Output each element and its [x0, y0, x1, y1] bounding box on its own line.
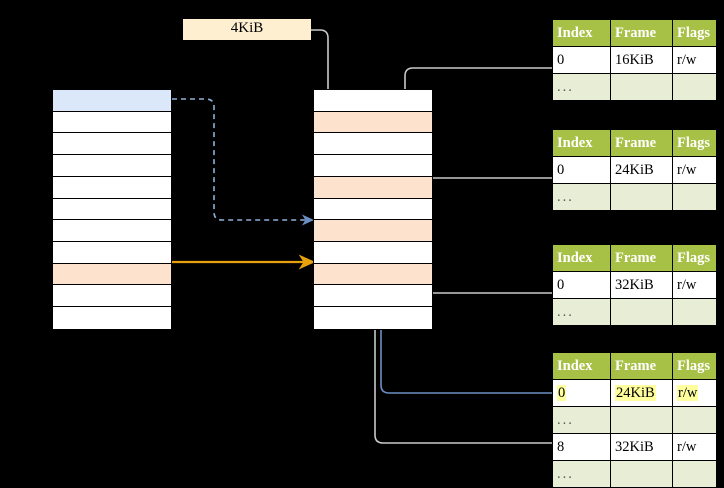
page-table-4-cell-frame: 24KiB [610, 379, 673, 407]
virtual-page-row-4 [53, 176, 171, 199]
page-table-3-header-frame: Frame [610, 244, 673, 272]
physical-memory-column [313, 89, 433, 330]
page-table-3-cell-index: 0 [552, 271, 611, 299]
page-table-1-cell-index: ... [552, 73, 611, 101]
page-table-4-row: ... [552, 406, 717, 434]
virtual-page-row-6 [53, 220, 171, 243]
physical-frame-row-8 [314, 263, 432, 286]
page-table-2-cell-frame [610, 183, 673, 211]
page-table-2-cell-flags [672, 183, 717, 211]
page-table-1-header-frame: Frame [610, 19, 673, 47]
page-table-4-row: ... [552, 460, 717, 488]
page-table-3-cell-frame [610, 298, 673, 326]
virtual-page-row-1 [53, 111, 171, 134]
virtual-address-space-column [52, 89, 172, 330]
virtual-page-row-0 [53, 90, 171, 112]
page-table-1-row: ... [552, 73, 717, 101]
page-table-3-header-index: Index [552, 244, 611, 272]
physical-frame-row-6 [314, 220, 432, 243]
page-table-1-cell-frame [610, 73, 673, 101]
wire-pt3-to-physical-row9 [420, 263, 552, 294]
page-table-4-cell-index: ... [552, 460, 611, 488]
page-table-2-cell-index: 0 [552, 156, 611, 184]
page-table-4-cell-frame [610, 460, 673, 488]
physical-frame-row-2 [314, 133, 432, 156]
page-table-4-cell-index: 8 [552, 433, 611, 461]
size-tag-label: 4KiB [230, 20, 264, 36]
page-table-2-cell-index: ... [552, 183, 611, 211]
page-table-4-cell-index: 0 [552, 379, 611, 407]
virtual-page-row-3 [53, 155, 171, 177]
page-table-4-highlight-flags: r/w [677, 384, 699, 401]
page-table-4-header-index: Index [552, 352, 611, 380]
page-table-3-cell-flags [672, 298, 717, 326]
page-table-2-header-index: Index [552, 129, 611, 157]
physical-frame-row-10 [314, 307, 432, 329]
physical-frame-row-7 [314, 242, 432, 264]
page-table-3-row: ... [552, 298, 717, 326]
page-table-1-cell-index: 0 [552, 46, 611, 74]
page-table-4-header-frame: Frame [610, 352, 673, 380]
page-table-3-cell-flags: r/w [672, 271, 717, 299]
physical-frame-row-4 [314, 176, 432, 199]
physical-frame-row-1 [314, 111, 432, 134]
virtual-page-row-7 [53, 242, 171, 264]
physical-frame-row-9 [314, 285, 432, 308]
page-table-4-row: 0 24KiB r/w [552, 379, 717, 407]
page-table-4-cell-flags: r/w [672, 433, 717, 461]
page-table-2-cell-flags: r/w [672, 156, 717, 184]
page-table-2-cell-frame: 24KiB [610, 156, 673, 184]
page-table-1-cell-frame: 16KiB [610, 46, 673, 74]
page-table-2-row: ... [552, 183, 717, 211]
page-table-4-highlight-index: 0 [557, 384, 567, 401]
page-table-4-cell-flags [672, 460, 717, 488]
page-table-4-cell-index: ... [552, 406, 611, 434]
physical-frame-row-5 [314, 198, 432, 221]
virtual-page-row-9 [53, 285, 171, 308]
page-table-3-header-flags: Flags [672, 244, 717, 272]
physical-frame-row-3 [314, 155, 432, 177]
page-table-2-header-flags: Flags [672, 129, 717, 157]
page-table-1-header-index: Index [552, 19, 611, 47]
page-table-3-cell-frame: 32KiB [610, 271, 673, 299]
page-table-1-header-flags: Flags [672, 19, 717, 47]
virtual-page-row-8 [53, 263, 171, 286]
virtual-page-row-10 [53, 307, 171, 329]
page-table-4-cell-frame: 32KiB [610, 433, 673, 461]
wire-virtual-blue-to-physical [172, 98, 315, 226]
page-table-4-header-flags: Flags [672, 352, 717, 380]
size-tag-4kib: 4KiB [183, 19, 311, 40]
page-table-1-cell-flags: r/w [672, 46, 717, 74]
page-table-4-cell-flags [672, 406, 717, 434]
page-table-4-cell-flags: r/w [672, 379, 717, 407]
wire-pt2-to-physical-row7 [418, 177, 552, 212]
physical-frame-row-0 [314, 90, 432, 112]
page-table-1-cell-flags [672, 73, 717, 101]
page-table-2-header-frame: Frame [610, 129, 673, 157]
virtual-page-row-5 [53, 198, 171, 221]
page-table-4-highlight-frame: 24KiB [615, 384, 656, 401]
page-table-4-cell-frame [610, 406, 673, 434]
page-table-3-cell-index: ... [552, 298, 611, 326]
virtual-page-row-2 [53, 133, 171, 156]
